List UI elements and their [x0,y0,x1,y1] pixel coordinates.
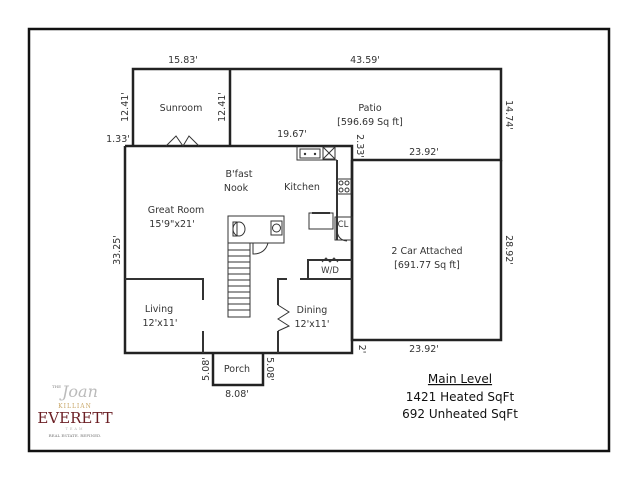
bathroom [227,215,285,255]
dim-garage-offset: 2' [356,345,367,354]
dim-kitchen-top: 19.67' [277,129,307,140]
walls [123,67,503,387]
kitchen-sink-icon [299,146,336,160]
room-nook: Nook [224,183,249,194]
room-living: Living [145,304,173,315]
room-kitchen: Kitchen [284,182,320,193]
page-border [27,27,611,453]
room-porch: Porch [224,364,250,375]
room-garage: 2 Car Attached [391,246,462,257]
dim-garage-bottom: 23.92' [409,344,439,355]
dining-size: 12'x11' [294,319,329,330]
legend-heated: 1421 Heated SqFt [406,390,515,404]
living-size: 12'x11' [142,318,177,329]
legend-title: Main Level [428,372,492,386]
laundry-vent-icon [321,257,339,263]
room-great-room: Great Room [148,205,205,216]
sunroom-door-icon [165,135,200,147]
dim-garage-right: 28.92' [503,235,514,265]
room-bfast: B'fast [226,169,253,180]
dining-door-icon [277,304,291,332]
closet [334,216,353,242]
svg-text:TEAM: TEAM [65,427,84,431]
dim-porch-right: 5.08' [264,357,275,381]
dim-patio-step: 2.33' [354,134,365,158]
dim-porch-width: 8.08' [225,389,249,400]
dim-house-left: 33.25' [112,235,123,265]
dim-sunroom-right: 12.41' [217,92,228,122]
dim-offset-left: 1.33' [106,134,130,145]
room-patio: Patio [358,103,381,114]
svg-text:REAL ESTATE. REFINED.: REAL ESTATE. REFINED. [49,433,102,438]
svg-text:KILLIAN: KILLIAN [58,403,92,410]
svg-text:THE: THE [52,384,61,389]
great-room-size: 15'9"x21' [149,219,194,230]
patio-area: [596.69 Sq ft] [337,117,403,128]
room-closet: CL [338,220,349,230]
dim-porch-left: 5.08' [201,357,212,381]
dim-patio-right: 14.74' [503,100,514,130]
room-sunroom: Sunroom [160,103,203,114]
garage-area: [691.77 Sq ft] [394,260,460,271]
legend-unheated: 692 Unheated SqFt [402,407,518,421]
dim-sunroom-left: 12.41' [120,92,131,122]
company-logo: THE Joan KILLIAN EVERETT TEAM REAL ESTAT… [37,382,112,438]
svg-text:Joan: Joan [59,382,98,401]
range-icon [336,178,352,195]
stairs [227,242,251,318]
dim-patio-width: 43.59' [350,55,380,66]
dim-garage-top: 23.92' [409,147,439,158]
svg-text:EVERETT: EVERETT [37,409,112,427]
refrigerator-icon [308,212,334,230]
dim-sunroom-width: 15.83' [168,55,198,66]
room-dining: Dining [297,305,328,316]
room-laundry: W/D [321,266,339,276]
